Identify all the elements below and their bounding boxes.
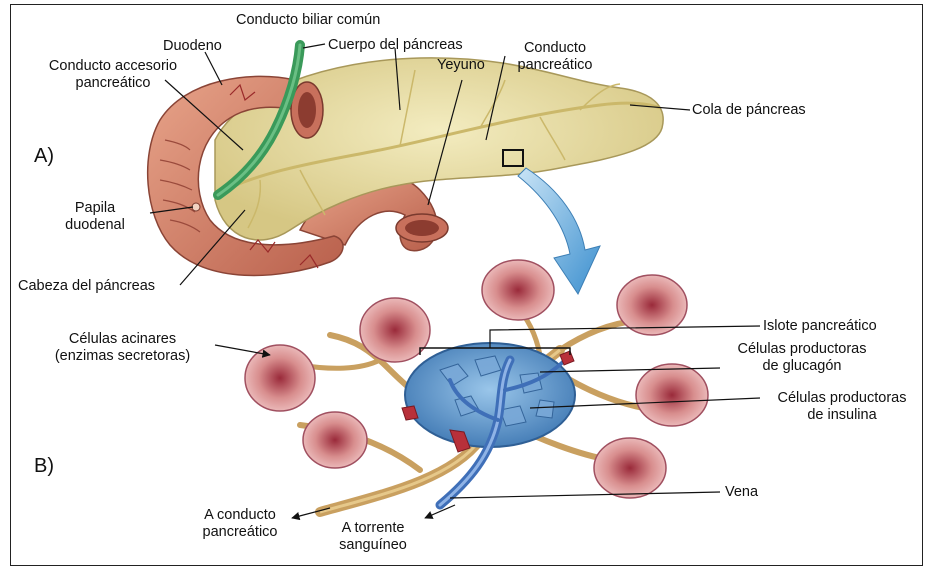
label-accessory-duct: Conducto accesorio pancreático	[28, 58, 198, 92]
label-pancreatic-duct-line1: Conducto	[500, 40, 610, 57]
label-glucagon-cells: Células productoras de glucagón	[722, 341, 882, 375]
label-to-bloodstream: A torrente sanguíneo	[318, 520, 428, 554]
label-glucagon-cells-line2: de glucagón	[722, 358, 882, 375]
label-accessory-duct-line2: pancreático	[28, 75, 198, 92]
label-papilla-line1: Papila	[40, 200, 150, 217]
label-papilla: Papila duodenal	[40, 200, 150, 234]
label-acinar-cells-line1: Células acinares	[30, 331, 215, 348]
label-jejunum: Yeyuno	[437, 57, 485, 74]
label-insulin-cells: Células productoras de insulina	[762, 390, 922, 424]
label-pancreatic-duct: Conducto pancreático	[500, 40, 610, 74]
label-glucagon-cells-line1: Células productoras	[722, 341, 882, 358]
label-to-pancreatic-duct: A conducto pancreático	[185, 507, 295, 541]
label-papilla-line2: duodenal	[40, 217, 150, 234]
label-accessory-duct-line1: Conducto accesorio	[28, 58, 198, 75]
label-islet: Islote pancreático	[763, 318, 877, 335]
label-insulin-cells-line2: de insulina	[762, 407, 922, 424]
label-to-bloodstream-line2: sanguíneo	[318, 537, 428, 554]
label-pancreas-tail: Cola de páncreas	[692, 102, 806, 119]
label-duodenum: Duodeno	[163, 38, 222, 55]
label-to-pancreatic-duct-line2: pancreático	[185, 524, 295, 541]
label-pancreatic-duct-line2: pancreático	[500, 57, 610, 74]
section-a-label: A)	[34, 145, 54, 168]
label-insulin-cells-line1: Células productoras	[762, 390, 922, 407]
label-acinar-cells: Células acinares (enzimas secretoras)	[30, 331, 215, 365]
label-bile-duct: Conducto biliar común	[236, 12, 380, 29]
label-acinar-cells-line2: (enzimas secretoras)	[30, 348, 215, 365]
label-to-bloodstream-line1: A torrente	[318, 520, 428, 537]
label-pancreas-head: Cabeza del páncreas	[18, 278, 155, 295]
label-vein: Vena	[725, 484, 758, 501]
section-b-label: B)	[34, 455, 54, 478]
papilla	[192, 203, 200, 211]
label-to-pancreatic-duct-line1: A conducto	[185, 507, 295, 524]
label-pancreas-body: Cuerpo del páncreas	[328, 37, 463, 54]
